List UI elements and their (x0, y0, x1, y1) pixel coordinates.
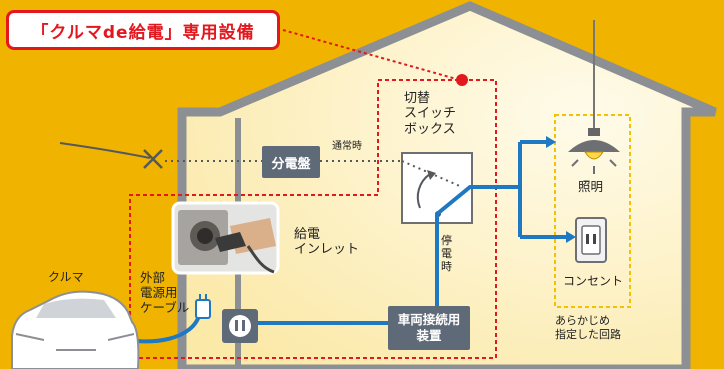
inlet-photo (171, 201, 280, 275)
plug-icon (195, 294, 211, 319)
cut-line-x-icon (143, 149, 163, 169)
power-inlet-label: 給電 インレット (294, 227, 360, 258)
arrow-to-lamp (546, 136, 556, 148)
normal-time-label: 通常時 (332, 141, 362, 152)
vehicle-connection-device-box: 車両接続用 装置 (388, 306, 470, 350)
switch-box-label: 切替 スイッチ ボックス (404, 91, 457, 137)
wall-outlet-icon (575, 217, 607, 263)
title-text: 「クルマde給電」専用設備 (31, 22, 255, 43)
outlet-label: コンセント (563, 274, 624, 288)
preset-circuit-outline (554, 114, 631, 308)
vehicle-connection-device-label: 車両接続用 装置 (397, 312, 461, 343)
distribution-panel-box: 分電盤 (262, 146, 320, 178)
title-pointer-dot (456, 74, 468, 86)
title-box: 「クルマde給電」専用設備 (6, 10, 280, 50)
ceiling-lamp-icon (568, 128, 620, 174)
inlet-socket-icon (222, 309, 258, 343)
external-cable-label: 外部 電源用 ケーブル (140, 270, 190, 315)
title-pointer-line (282, 29, 461, 81)
grid-supply-line (59, 142, 151, 159)
preset-circuit-label: あらかじめ 指定した回路 (555, 314, 621, 342)
arrow-to-outlet (566, 231, 576, 243)
power-outage-label: 停 電 時 (441, 234, 452, 274)
lighting-label: 照明 (578, 179, 604, 194)
distribution-panel-label: 分電盤 (271, 156, 311, 172)
car-label: クルマ (48, 270, 84, 284)
car-icon (11, 290, 140, 369)
dedicated-equipment-outline (129, 79, 497, 359)
